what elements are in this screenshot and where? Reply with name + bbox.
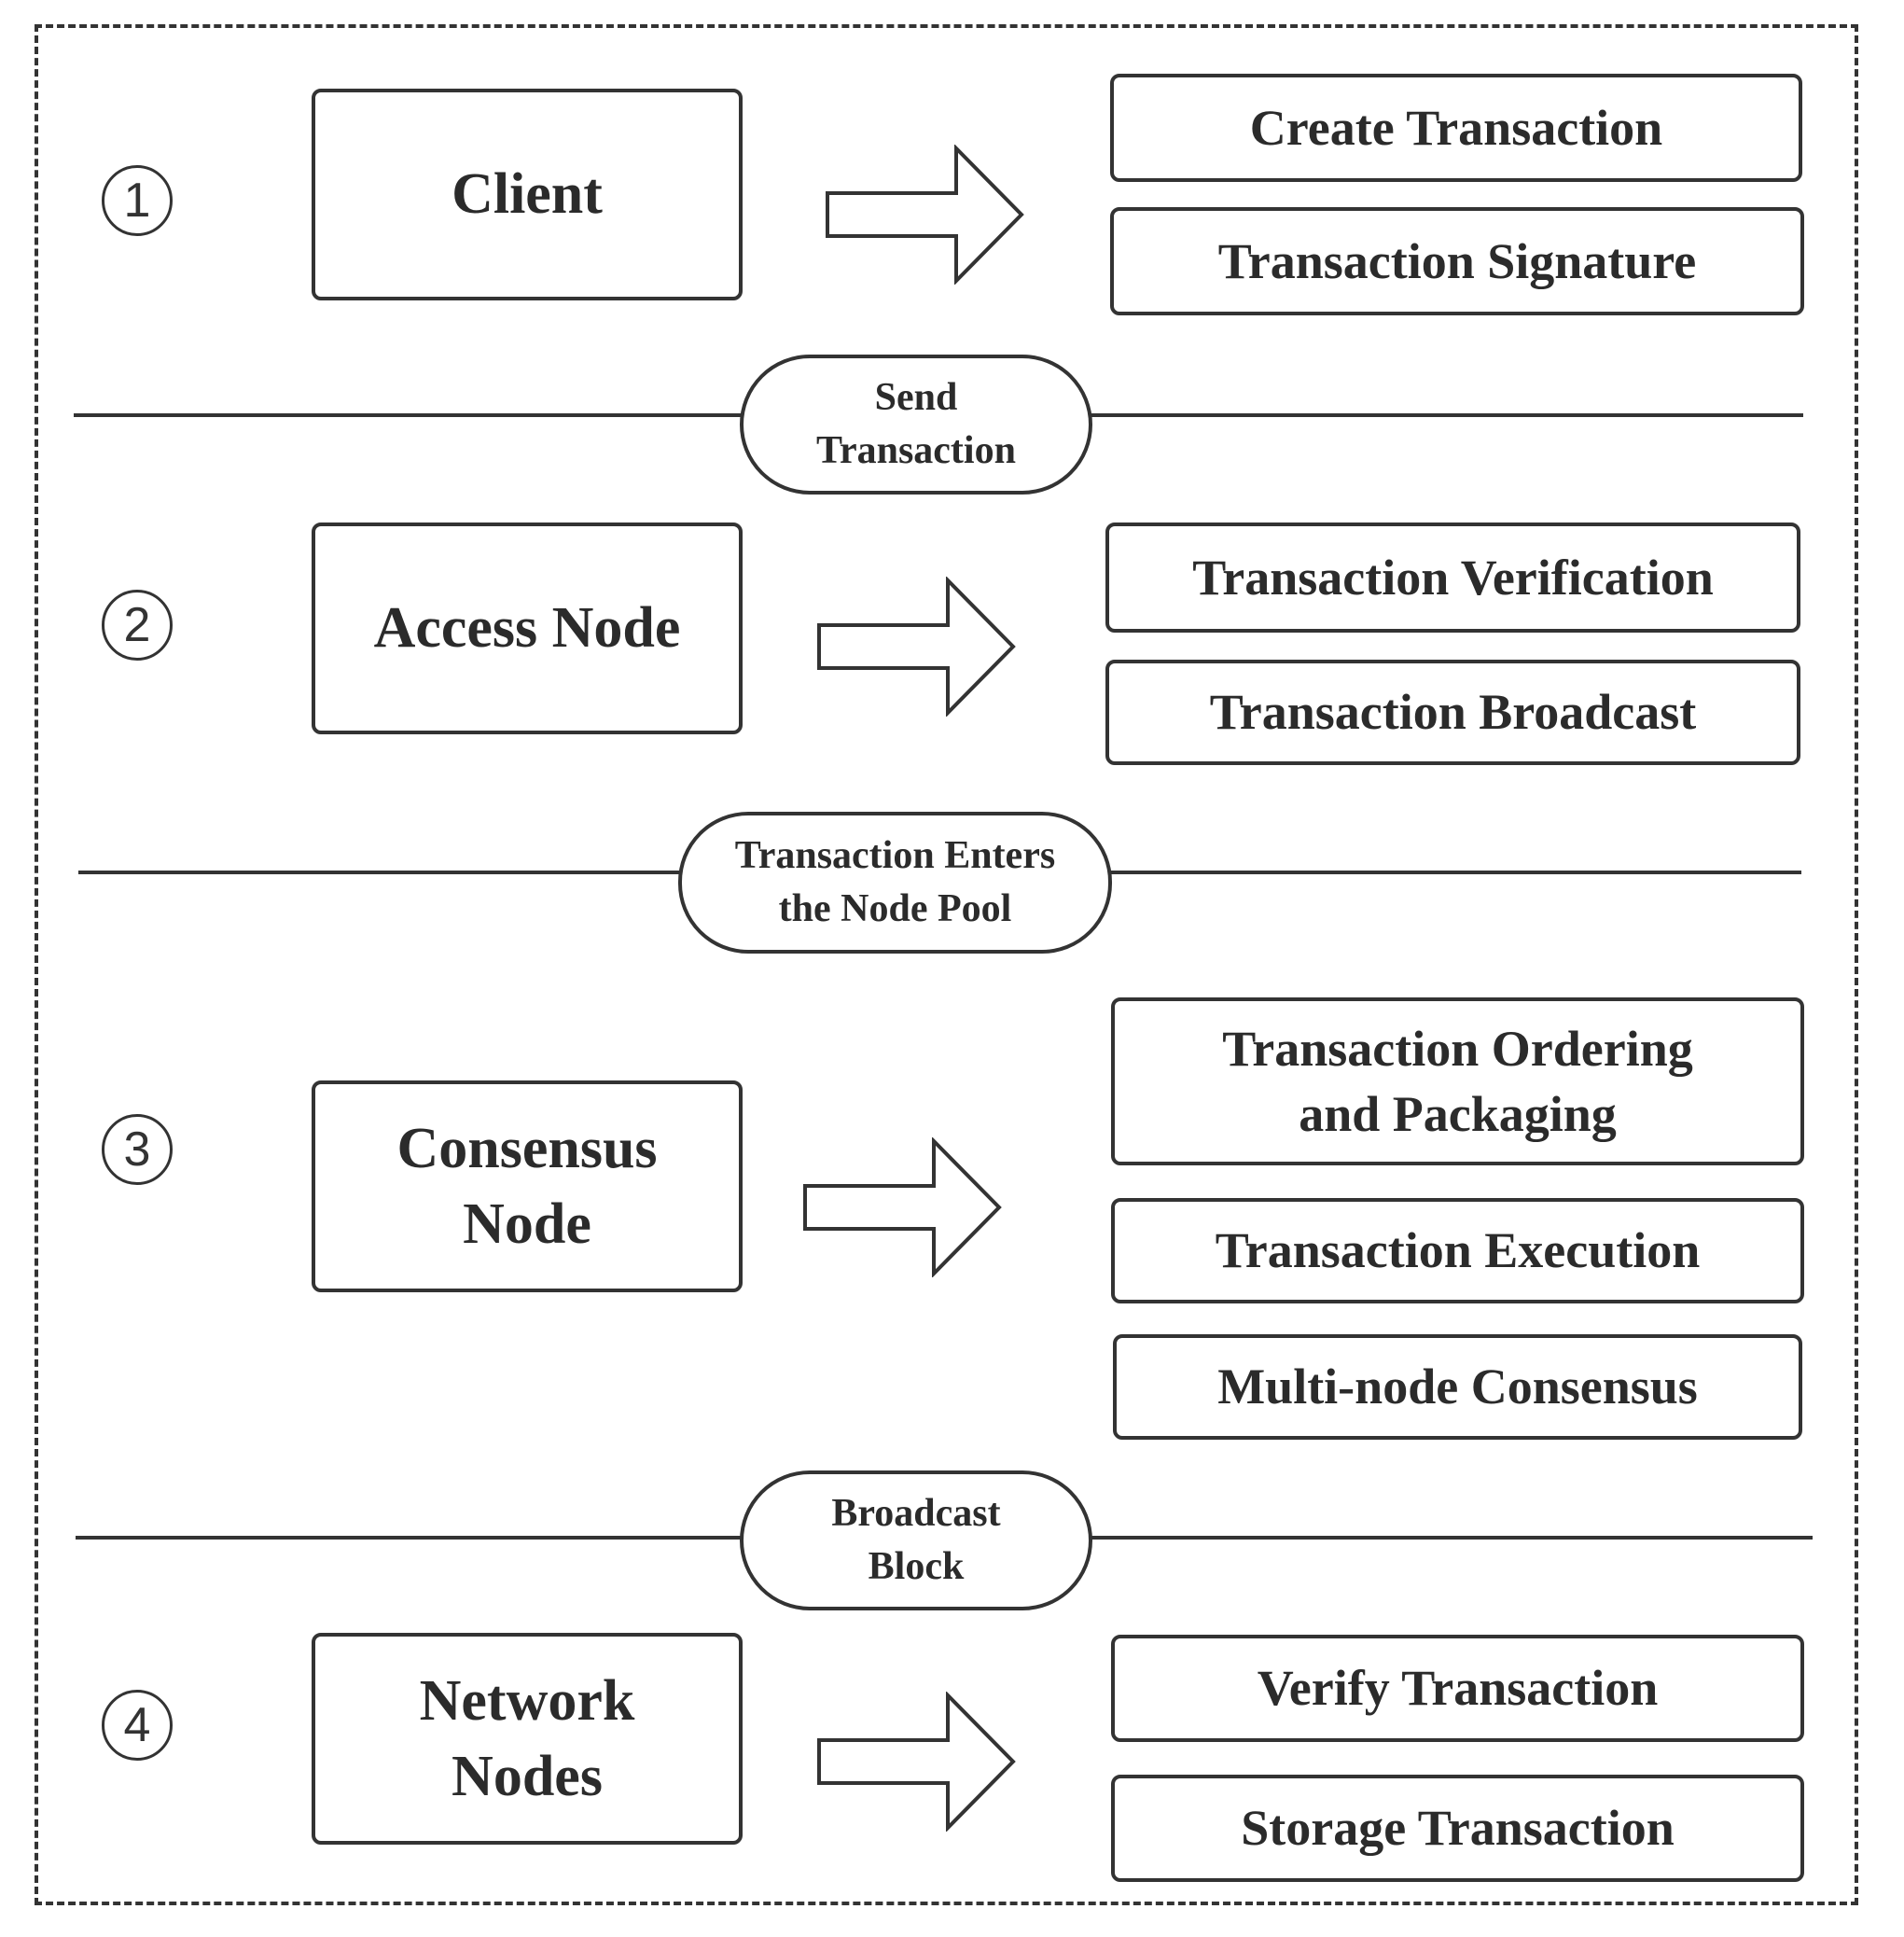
transition-enters-node-pool: Transaction Enters the Node Pool [678, 812, 1112, 954]
stage-2-actor-access-node: Access Node [312, 523, 743, 734]
stage-3-actor-consensus-node: Consensus Node [312, 1080, 743, 1292]
stage-1-actor-client: Client [312, 89, 743, 300]
stage-3-number: 3 [102, 1114, 173, 1185]
diagram-frame [35, 24, 1858, 1905]
step-transaction-signature: Transaction Signature [1110, 207, 1804, 315]
step-storage-transaction: Storage Transaction [1111, 1775, 1804, 1882]
stage-2-number: 2 [102, 590, 173, 661]
right-arrow-icon [817, 1692, 1018, 1832]
step-ordering-and-packaging: Transaction Ordering and Packaging [1111, 997, 1804, 1165]
step-create-transaction: Create Transaction [1110, 74, 1802, 182]
right-arrow-icon [803, 1137, 1004, 1277]
step-transaction-verification: Transaction Verification [1105, 523, 1800, 633]
step-multi-node-consensus: Multi-node Consensus [1113, 1334, 1802, 1440]
right-arrow-icon [817, 577, 1018, 717]
stage-4-actor-network-nodes: Network Nodes [312, 1633, 743, 1845]
step-transaction-execution: Transaction Execution [1111, 1198, 1804, 1303]
transition-send-transaction: Send Transaction [740, 355, 1092, 495]
stage-4-number: 4 [102, 1690, 173, 1761]
transition-broadcast-block: Broadcast Block [740, 1470, 1092, 1610]
stage-1-number: 1 [102, 165, 173, 236]
step-verify-transaction: Verify Transaction [1111, 1635, 1804, 1742]
step-transaction-broadcast: Transaction Broadcast [1105, 660, 1800, 765]
right-arrow-icon [826, 145, 1026, 285]
